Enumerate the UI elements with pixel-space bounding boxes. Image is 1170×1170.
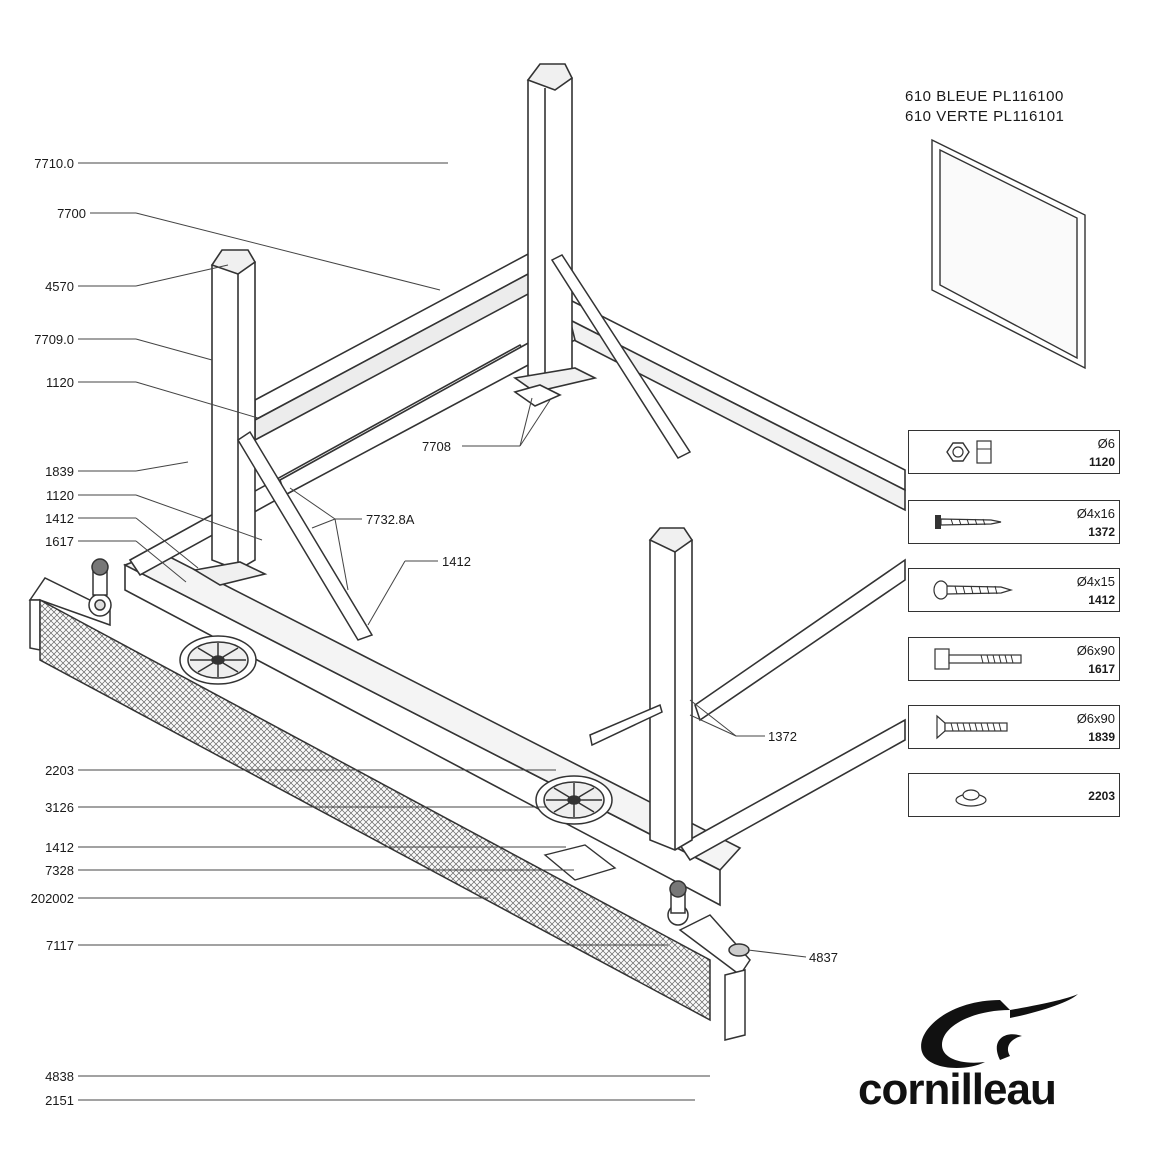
hardware-spec: Ø4x16 — [1076, 506, 1115, 521]
callout-7700: 7700 — [57, 206, 86, 221]
net-assembly — [28, 558, 751, 1041]
wheel-right — [535, 775, 613, 825]
callout-1372: 1372 — [768, 729, 797, 744]
pan-screw-icon — [933, 580, 1014, 600]
callout-1412-plate: 1412 — [45, 840, 74, 855]
tabletop-panel — [931, 138, 1086, 370]
hardware-spec: Ø6x90 — [1076, 711, 1115, 726]
callout-4838: 4838 — [45, 1069, 74, 1084]
hardware-spec: Ø6 — [1097, 436, 1115, 451]
leg-post-left — [192, 249, 268, 586]
callout-1412-brace: 1412 — [442, 554, 471, 569]
callout-4837: 4837 — [809, 950, 838, 965]
leg-post-back — [512, 63, 598, 407]
leg-post-right — [648, 527, 694, 851]
mounting-plate — [543, 844, 617, 881]
hardware-item-1839: Ø6x90 1839 — [908, 705, 1120, 749]
callout-1120-bottom: 1120 — [46, 488, 74, 503]
nut-icon — [946, 440, 992, 464]
leader-lines — [78, 162, 807, 1101]
wood-screw-icon — [935, 515, 1002, 529]
hardware-code: 1372 — [1088, 525, 1115, 539]
hardware-item-1372: Ø4x16 1372 — [908, 500, 1120, 544]
cornilleau-logo-icon — [921, 994, 1078, 1068]
callout-4570: 4570 — [45, 279, 74, 294]
callout-1412-left: 1412 — [45, 511, 74, 526]
callout-7709: 7709.0 — [34, 332, 74, 347]
hardware-spec: Ø4x15 — [1076, 574, 1115, 589]
diagonal-braces — [236, 254, 692, 747]
callout-7710: 7710.0 — [34, 156, 74, 171]
callout-1839: 1839 — [45, 464, 74, 479]
hardware-item-1617: Ø6x90 1617 — [908, 637, 1120, 681]
callout-labels: 7710.0 7700 4570 7709.0 1120 1839 1120 1… — [31, 156, 838, 1108]
hardware-item-1120: Ø6 1120 — [908, 430, 1120, 474]
hex-bolt-icon — [934, 648, 1022, 670]
hardware-item-1412: Ø4x15 1412 — [908, 568, 1120, 612]
hardware-code: 1120 — [1088, 455, 1115, 469]
hardware-code: 1617 — [1088, 662, 1115, 676]
cap-nut-icon — [955, 789, 987, 807]
countersunk-bolt-icon — [936, 714, 1008, 740]
hardware-code: 1839 — [1088, 730, 1115, 744]
callout-2151: 2151 — [45, 1093, 74, 1108]
wheel-left — [179, 635, 257, 685]
callout-7732: 7732.8A — [366, 512, 415, 527]
callout-7117: 7117 — [46, 938, 74, 953]
hardware-item-2203: 2203 — [908, 773, 1120, 817]
callout-7328: 7328 — [45, 863, 74, 878]
hardware-code: 2203 — [1088, 789, 1115, 803]
hardware-code: 1412 — [1088, 593, 1115, 607]
callout-202002: 202002 — [31, 891, 74, 906]
hardware-spec: Ø6x90 — [1076, 643, 1115, 658]
callout-2203: 2203 — [45, 763, 74, 778]
reference-green: 610 VERTE PL116101 — [905, 108, 1065, 125]
callout-7708: 7708 — [422, 439, 451, 454]
callout-3126: 3126 — [45, 800, 74, 815]
reference-blue: 610 BLEUE PL116100 — [905, 88, 1064, 105]
brand-wordmark: cornilleau — [858, 1065, 1057, 1114]
callout-1617: 1617 — [45, 534, 74, 549]
callout-1120-top: 1120 — [46, 375, 74, 390]
